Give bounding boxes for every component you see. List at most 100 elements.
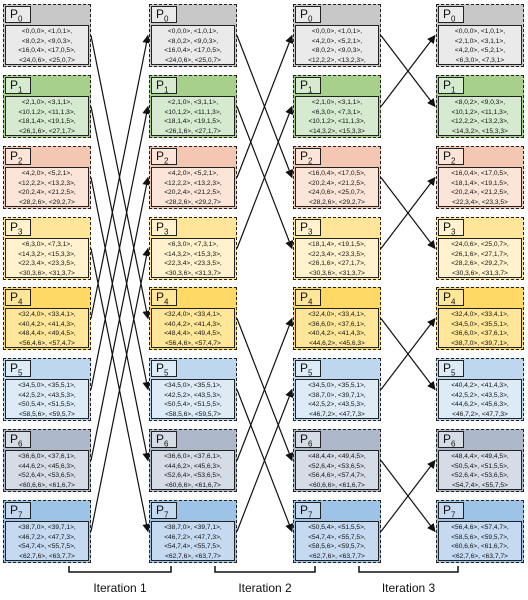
process-index: 3 <box>308 227 313 237</box>
process-letter: P <box>300 503 309 517</box>
process-box: P1<2,1,0>, <3,1,1>,<6,3,0>, <7,3,1>,<10,… <box>293 75 381 138</box>
process-data: <32,4,0>, <33,4,1>,<40,4,2>, <41,4,3>,<4… <box>151 308 235 348</box>
process-index: 4 <box>164 297 169 307</box>
process-letter: P <box>443 432 452 446</box>
data-row: <38,7,0>, <39,7,1>, <box>451 339 509 347</box>
data-row: <62,7,6>, <63,7,7> <box>19 552 75 560</box>
process-label: P1 <box>151 77 177 94</box>
exchange-arrow <box>90 105 151 390</box>
process-box: P1 <2,1,0>, <3,1,1>,<10,1,2>, <11,1,3>,<1… <box>3 75 91 138</box>
process-index: 0 <box>308 14 313 24</box>
data-row: <16,0,4>, <17,0,5>, <box>308 170 366 177</box>
process-letter: P <box>10 361 19 375</box>
data-row: <32,4,0>, <33,4,1>, <box>451 311 509 318</box>
process-box: P6<48,4,4>, <49,4,5>,<50,5,4>, <51,5,5>,… <box>436 429 524 492</box>
process-label: P1 <box>438 77 464 94</box>
process-index: 7 <box>18 510 23 520</box>
data-row: <4,2,0>, <5,2,1>, <box>21 170 73 177</box>
data-row: <36,6,0>, <37,6,1>, <box>308 320 366 328</box>
process-data: <48,4,4>, <49,4,5>,<52,6,4>, <53,6,5>,<5… <box>295 450 379 490</box>
process-box: P4<32,4,0>, <33,4,1>,<36,6,0>, <37,6,1>,… <box>293 287 381 350</box>
exchange-arrow <box>380 176 436 249</box>
process-data: <2,1,0>, <3,1,1>,<6,3,0>, <7,3,1>,<10,1,… <box>295 96 379 136</box>
process-label: P2 <box>151 148 177 165</box>
data-row: <54,7,4>, <55,7,5>, <box>164 543 222 551</box>
data-row: <44,6,2>, <45,6,3>, <box>18 462 76 470</box>
data-row: <44,6,2>, <45,6,3>, <box>164 462 222 470</box>
data-row: <52,6,4>, <53,6,5>, <box>308 462 366 470</box>
data-row: <38,7,0>, <39,7,1>, <box>308 391 366 399</box>
data-row: <6,3,0>, <7,3,1>, <box>311 108 363 116</box>
process-label: P5 <box>5 360 31 377</box>
data-row: <52,6,4>, <53,6,5>, <box>18 472 76 480</box>
data-row: <10,1,2>, <11,1,3>, <box>451 108 509 116</box>
exchange-arrow <box>236 388 294 532</box>
data-row: <20,2,4>, <21,2,5>, <box>164 189 222 197</box>
data-row: <48,4,4>, <49,4,5>, <box>451 453 509 460</box>
data-row: <14,3,2>, <15,3,3>, <box>164 250 222 258</box>
process-box: P3<24,0,6>, <25,0,7>,<26,1,6>, <27,1,7>,… <box>436 217 524 280</box>
data-row: <32,4,0>, <33,4,1>, <box>308 311 366 318</box>
process-box: P5<34,5,0>, <35,5,1>,<38,7,0>, <39,7,1>,… <box>293 358 381 421</box>
data-row: <26,1,6>, <27,1,7> <box>19 127 75 135</box>
exchange-arrow <box>380 317 436 390</box>
process-data: <24,0,6>, <25,0,7>,<26,1,6>, <27,1,7>,<2… <box>438 238 522 278</box>
data-row: <52,6,4>, <53,6,5>, <box>451 472 509 480</box>
process-data: <50,5,4>, <51,5,5>,<54,7,4>, <55,7,5>,<5… <box>295 521 379 561</box>
data-row: <60,6,6>, <61,6,7> <box>165 481 221 489</box>
process-box: P7<38,7,0>, <39,7,1>,<46,7,2>, <47,7,3>,… <box>3 500 91 563</box>
process-index: 6 <box>164 439 169 449</box>
data-row: <30,3,6>, <31,3,7> <box>452 269 508 277</box>
data-row: <6,3,0>, <7,3,1>, <box>167 241 219 248</box>
process-label: P1 <box>5 77 31 94</box>
process-index: 1 <box>18 85 23 95</box>
data-row: <8,0,2>, <9,0,3>, <box>167 37 219 45</box>
process-label: P7 <box>438 502 464 519</box>
process-index: 2 <box>451 156 456 166</box>
data-row: <26,1,6>, <27,1,7>, <box>451 250 509 258</box>
data-row: <6,3,0>, <7,3,1>, <box>21 241 73 248</box>
process-box: P6 <36,6,0>, <37,6,1>, <44,6,2>, <45,6,3>,… <box>149 429 237 492</box>
exchange-arrow <box>236 105 294 249</box>
data-row: <40,4,2>, <41,4,3>, <box>451 382 509 389</box>
data-row: <52,6,4>, <53,6,5>, <box>164 472 222 480</box>
data-row: <30,3,6>, <31,3,7> <box>165 269 221 277</box>
process-box: P6<36,6,0>, <37,6,1>,<44,6,2>, <45,6,3>,… <box>3 429 91 492</box>
process-label: P0 <box>295 6 321 23</box>
process-label: P6 <box>295 431 321 448</box>
process-label: P2 <box>295 148 321 165</box>
process-letter: P <box>10 220 19 234</box>
data-row: <40,4,2>, <41,4,3>, <box>18 320 76 328</box>
process-data: <48,4,4>, <49,4,5>,<50,5,4>, <51,5,5>,<5… <box>438 450 522 490</box>
data-row: <0,0,0>, <1,0,1>, <box>311 28 363 35</box>
data-row: <48,4,4>, <49,4,5>, <box>308 453 366 460</box>
process-data: <2,1,0>, <3,1,1>,<10,1,2>, <11,1,3>,<18,… <box>5 96 89 136</box>
process-data: <0,0,0>, <1,0,1>,<8,0,2>, <9,0,3>,<16,0,… <box>5 25 89 65</box>
process-label: P7 <box>151 502 177 519</box>
process-label: P3 <box>295 219 321 236</box>
data-row: <20,2,4>, <21,2,5>, <box>18 189 76 197</box>
data-row: <24,0,6>, <25,0,7> <box>165 56 221 64</box>
data-row: <36,6,0>, <37,6,1>, <box>164 453 222 460</box>
data-row: <42,5,2>, <43,5,3>, <box>451 391 509 399</box>
data-row: <60,6,6>, <61,6,7>, <box>451 543 509 551</box>
process-index: 3 <box>18 227 23 237</box>
data-row: <56,4,6>, <57,4,7> <box>165 339 221 347</box>
process-letter: P <box>156 432 165 446</box>
process-letter: P <box>300 7 309 21</box>
process-letter: P <box>156 149 165 163</box>
process-box: P0<0,0,0>, <1,0,1>,<8,0,2>, <9,0,3>,<16,… <box>149 4 237 67</box>
data-row: <26,1,6>, <27,1,7>, <box>308 260 366 268</box>
process-index: 4 <box>18 297 23 307</box>
data-row: <22,3,4>, <23,3,5> <box>452 198 508 206</box>
process-label: P7 <box>295 502 321 519</box>
data-row: <62,7,6>, <63,7,7> <box>309 552 365 560</box>
process-box: P2<16,0,4>, <17,0,5>,<18,1,4>, <19,1,5>,… <box>436 146 524 209</box>
process-box: P4<32,4,0>, <33,4,1>,<34,5,0>, <35,5,1>,… <box>436 287 524 350</box>
process-letter: P <box>443 503 452 517</box>
data-row: <28,2,6>, <29,2,7>, <box>451 260 509 268</box>
data-row: <56,4,6>, <57,4,7> <box>19 339 75 347</box>
process-data: <2,1,0>, <3,1,1>,<10,1,2>, <11,1,3>,<18,… <box>151 96 235 136</box>
process-box: P3<6,3,0>, <7,3,1>,<14,3,2>, <15,3,3>,<2… <box>3 217 91 280</box>
